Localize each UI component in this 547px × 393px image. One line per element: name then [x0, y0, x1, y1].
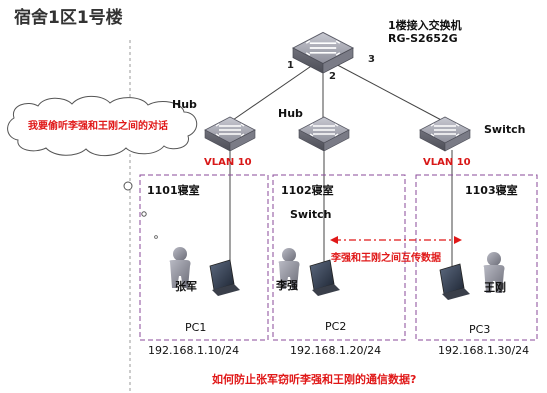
pc2-label: PC2: [325, 320, 347, 333]
person-zhangjun-icon: [169, 247, 191, 288]
thought-cloud-icon: [7, 95, 198, 239]
pc3-ip: 192.168.1.30/24: [438, 344, 530, 357]
user-zhangjun-label: 张军: [175, 280, 197, 293]
data-exchange-arrow: [330, 236, 462, 244]
question-text: 如何防止张军窃听李强和王刚的通信数据?: [212, 373, 417, 386]
room-box-1103: [415, 174, 538, 341]
link-port1: [229, 59, 321, 123]
core-switch-model: RG-S2652G: [388, 32, 458, 45]
core-switch-name: 1楼接入交换机: [388, 19, 462, 32]
link-port3: [327, 59, 446, 123]
right-switch-icon: [419, 116, 471, 152]
core-switch-label: 1楼接入交换机 RG-S2652G: [388, 19, 462, 45]
right-vlan-label: VLAN 10: [423, 157, 471, 168]
port-2-label: 2: [329, 71, 336, 82]
pc2-computer-icon: [309, 259, 340, 296]
page-title: 宿舍1区1号楼: [14, 8, 123, 28]
port-3-label: 3: [368, 54, 375, 65]
middle-hub-icon: [298, 116, 350, 152]
person-wanggang-icon: [483, 252, 505, 293]
left-vlan-label: VLAN 10: [204, 157, 252, 168]
left-hub-label: Hub: [172, 98, 197, 111]
thought-bubble-text: 我要偷听李强和王刚之间的对话: [28, 121, 168, 132]
user-liqiang-label: 李强: [276, 279, 298, 292]
pc3-computer-icon: [439, 263, 470, 300]
core-switch-icon: [292, 31, 354, 75]
room-box-1101: [139, 174, 269, 341]
right-switch-label: Switch: [484, 123, 526, 136]
data-exchange-label: 李强和王刚之间互传数据: [331, 253, 441, 264]
pc1-label: PC1: [185, 321, 207, 334]
pc1-computer-icon: [209, 259, 240, 296]
room-box-1102: [272, 174, 406, 341]
room-1101-label: 1101寝室: [147, 184, 200, 197]
user-wanggang-label: 王刚: [484, 281, 506, 294]
room-1102-label: 1102寝室: [281, 184, 334, 197]
left-hub-icon: [204, 116, 256, 152]
person-liqiang-icon: [278, 248, 300, 289]
middle-hub-label: Hub: [278, 107, 303, 120]
middle-switch-alt-label: Switch: [290, 208, 332, 221]
pc1-ip: 192.168.1.10/24: [148, 344, 240, 357]
room-1103-label: 1103寝室: [465, 184, 518, 197]
port-1-label: 1: [287, 60, 294, 71]
pc2-ip: 192.168.1.20/24: [290, 344, 382, 357]
pc3-label: PC3: [469, 323, 491, 336]
